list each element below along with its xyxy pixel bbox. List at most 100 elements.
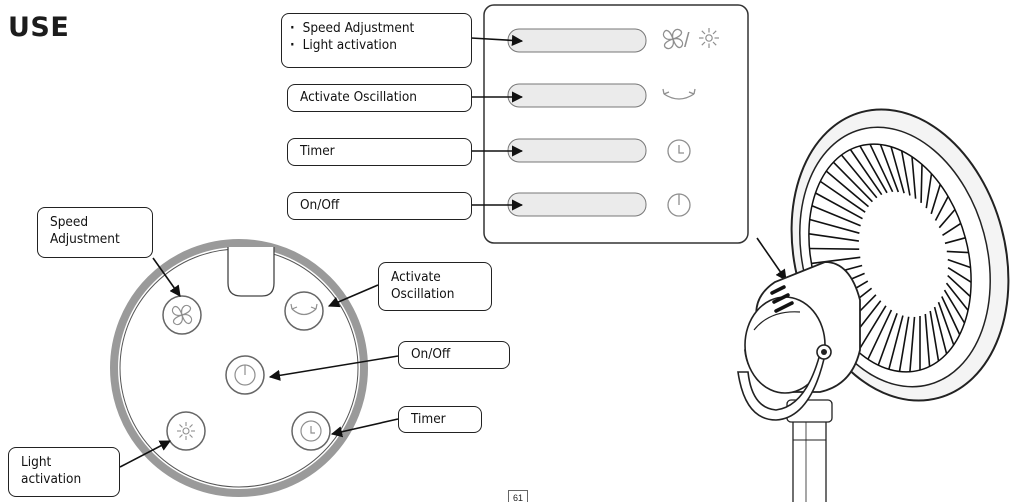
control-dial — [110, 239, 368, 497]
grille-wire — [815, 192, 863, 220]
panel-label-speed-light: Speed Adjustment Light activation — [281, 13, 472, 68]
dial-label-speed-1: Speed — [50, 214, 89, 230]
grille-wire — [911, 156, 917, 199]
fan-illustration — [737, 108, 1010, 502]
panel-label-oscillation-text: Activate Oscillation — [300, 89, 417, 105]
panel-arrows — [470, 34, 524, 211]
grille-wire — [938, 208, 956, 229]
dial-label-speed-2: Adjustment — [50, 231, 120, 247]
display-panel: / — [483, 4, 749, 244]
dial-label-oscillation-2: Oscillation — [391, 286, 455, 302]
dial-label-light-1: Light — [21, 454, 52, 470]
dial-label-oscillation: Activate Oscillation — [378, 262, 492, 311]
grille-wire — [934, 196, 949, 221]
page-number: 61 — [508, 490, 528, 502]
grille-wire — [888, 315, 904, 370]
dial-label-speed: Speed Adjustment — [37, 207, 153, 258]
panel-slot-oscillation — [507, 83, 647, 108]
arrow-onoff — [268, 355, 399, 381]
dial-label-timer-text: Timer — [411, 411, 446, 427]
power-icon — [234, 364, 256, 386]
panel-label-oscillation: Activate Oscillation — [287, 84, 472, 112]
dial-label-light: Light activation — [8, 447, 120, 497]
arrow-timer — [330, 418, 399, 438]
grille-wire — [909, 316, 916, 372]
power-icon — [667, 193, 691, 217]
grille-wire — [898, 316, 910, 372]
speed-button[interactable] — [162, 295, 202, 335]
arrow-speed-panel — [470, 34, 524, 46]
grille-wire — [920, 164, 923, 203]
light-icon — [699, 28, 719, 48]
grille-wire — [811, 205, 861, 227]
grille-wire — [942, 222, 962, 236]
light-icon — [177, 422, 195, 440]
fan-grille — [808, 143, 972, 372]
panel-slot-speed — [507, 28, 647, 53]
dial-label-onoff: On/Off — [398, 341, 510, 369]
panel-slot-onoff — [507, 192, 647, 217]
arrow-light — [119, 440, 171, 468]
grille-wire — [945, 282, 969, 311]
grille-wire — [947, 258, 971, 269]
grille-wire — [811, 256, 861, 265]
grille-wire — [944, 237, 966, 245]
dial-label-onoff-text: On/Off — [411, 346, 451, 362]
oscillation-icon — [662, 88, 696, 100]
grille-wire — [832, 161, 873, 203]
grille-wire — [933, 306, 948, 354]
clock-icon — [667, 139, 691, 163]
fan-icon — [171, 304, 193, 326]
grille-wire — [925, 173, 933, 209]
dial-arrows — [119, 237, 787, 468]
arrow-fan-head — [756, 237, 787, 281]
grille-wire — [947, 267, 972, 283]
grille-wire — [867, 309, 893, 360]
grille-wire — [808, 233, 860, 242]
grille-wire — [937, 301, 955, 346]
grille-wire — [947, 275, 971, 298]
timer-button[interactable] — [291, 411, 331, 451]
grille-wire — [809, 218, 860, 234]
grille-wire — [869, 143, 894, 193]
grille-wire — [840, 154, 878, 199]
panel-label-timer: Timer — [287, 138, 472, 166]
fan-icon — [662, 28, 684, 50]
page-heading: USE — [8, 12, 70, 43]
grille-wire — [825, 170, 870, 208]
grille-wire — [859, 145, 888, 194]
grille-wire — [900, 150, 911, 196]
grille-wire — [819, 180, 866, 213]
grille-wire — [943, 289, 966, 324]
panel-label-timer-text: Timer — [300, 143, 335, 159]
grille-wire — [930, 184, 941, 215]
clock-icon — [300, 420, 322, 442]
slash-glyph: / — [684, 30, 690, 52]
arrow-oscillation — [327, 284, 379, 308]
panel-label-onoff-text: On/Off — [300, 197, 340, 213]
grille-wire — [941, 296, 961, 335]
onoff-button[interactable] — [225, 355, 265, 395]
grille-wire — [857, 305, 887, 352]
grille-wire — [809, 247, 860, 250]
arrow-speed — [152, 257, 181, 297]
grille-wire — [890, 146, 905, 194]
light-button[interactable] — [166, 411, 206, 451]
panel-label-speed: Speed Adjustment — [294, 20, 461, 37]
dial-label-light-2: activation — [21, 471, 82, 487]
grille-wire — [946, 250, 969, 254]
panel-label-light: Light activation — [294, 37, 461, 54]
grille-wire — [877, 313, 898, 366]
oscillation-button[interactable] — [284, 291, 324, 331]
grille-wire — [849, 149, 883, 196]
grille-wire — [924, 313, 931, 367]
oscillation-icon — [290, 303, 318, 316]
panel-slot-timer — [507, 138, 647, 163]
dial-label-oscillation-1: Activate — [391, 269, 441, 285]
dial-label-timer: Timer — [398, 406, 482, 433]
grille-wire — [879, 144, 900, 193]
grille-wire — [929, 310, 940, 362]
dial-notch — [227, 247, 275, 297]
